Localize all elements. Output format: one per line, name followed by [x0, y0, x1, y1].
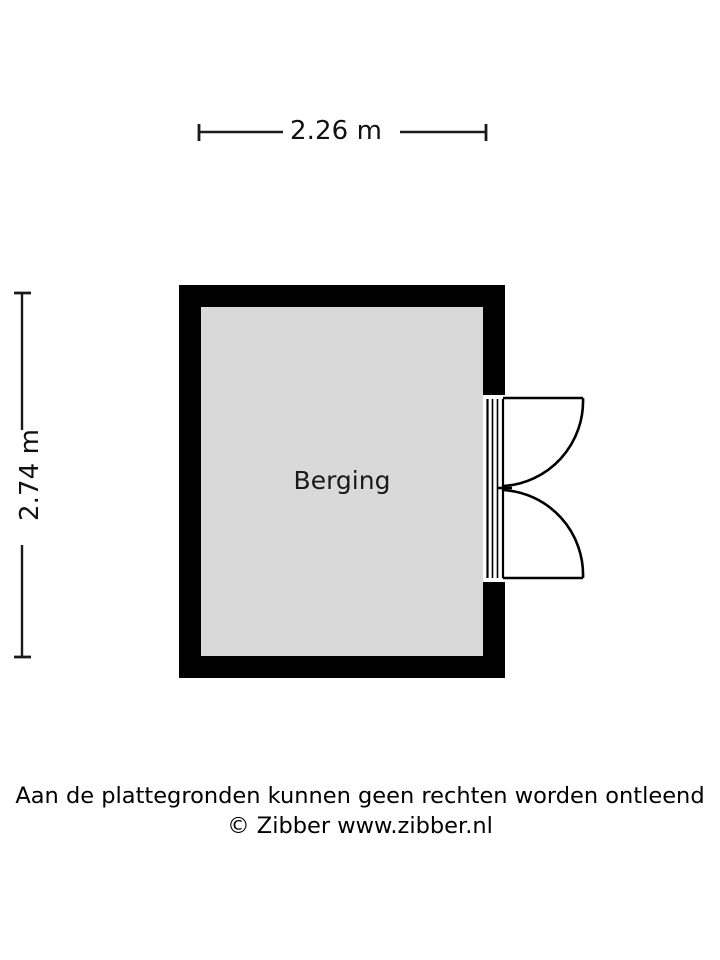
- footer-copyright-line: © Zibber www.zibber.nl: [227, 812, 493, 839]
- door-swing-double: [497, 396, 585, 580]
- dimension-label-left: 2.74 m: [15, 428, 45, 522]
- room-label-berging: Berging: [293, 466, 391, 495]
- dimension-label-top: 2.26 m: [290, 116, 383, 146]
- door-arc-lower: [502, 488, 585, 579]
- room-walls-berging: [179, 285, 505, 678]
- footer-disclaimer: Aan de plattegronden kunnen geen rechten…: [0, 782, 720, 841]
- dimension-line-left: [14, 291, 31, 659]
- door-arc-upper: [502, 397, 585, 488]
- room-floor-berging: [201, 307, 483, 656]
- dimension-line-top: [197, 124, 488, 141]
- footer-disclaimer-line: Aan de plattegronden kunnen geen rechten…: [15, 783, 705, 809]
